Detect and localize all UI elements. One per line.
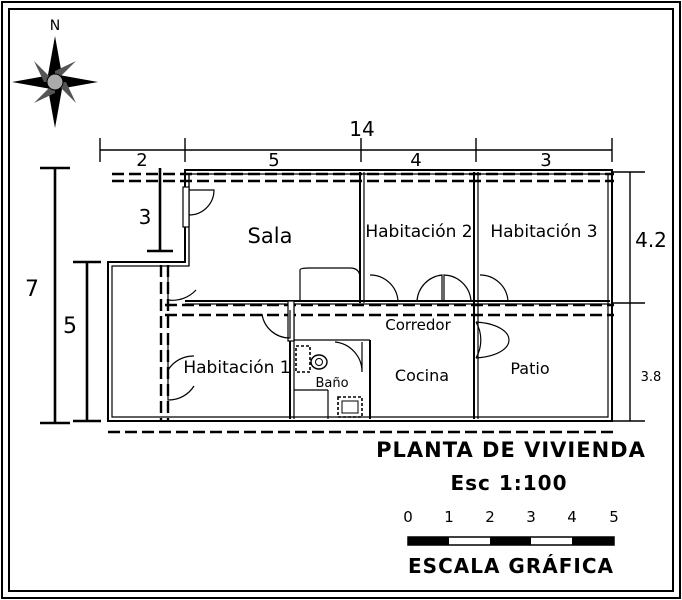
compass-rose-icon xyxy=(12,36,98,128)
scale-tick-label: 2 xyxy=(485,508,495,526)
scale-tick-label: 1 xyxy=(444,508,454,526)
dim-seg-4: 3 xyxy=(540,150,551,171)
room-label-sala: Sala xyxy=(248,224,293,248)
dim-seg-2: 5 xyxy=(268,150,279,171)
scale-bar xyxy=(407,536,615,546)
scale-tick-label: 3 xyxy=(526,508,536,526)
room-label-patio: Patio xyxy=(510,359,549,378)
dim-left-total: 7 xyxy=(25,277,39,302)
scale-bar-label: ESCALA GRÁFICA xyxy=(408,554,614,578)
dim-total-width: 14 xyxy=(349,117,374,141)
inner-frame xyxy=(8,8,674,592)
room-label-habitacion-2: Habitación 2 xyxy=(365,222,472,242)
room-label-habitacion-3: Habitación 3 xyxy=(490,222,597,242)
left-dimension-lines xyxy=(40,166,173,425)
scale-tick-label: 4 xyxy=(567,508,577,526)
room-label-bano: Baño xyxy=(315,376,348,391)
scale-tick-label: 5 xyxy=(609,508,619,526)
top-dimension-line xyxy=(99,138,613,162)
scale-tick-label: 0 xyxy=(403,508,413,526)
dim-left-lower: 5 xyxy=(63,314,77,339)
bathroom-fixtures xyxy=(295,345,363,418)
walls xyxy=(107,169,613,422)
dim-right-upper: 4.2 xyxy=(635,228,667,252)
room-label-corredor: Corredor xyxy=(385,316,451,334)
dim-right-lower: 3.8 xyxy=(641,370,662,385)
room-label-habitacion-1: Habitación 1 xyxy=(183,358,290,378)
dim-seg-3: 4 xyxy=(410,150,421,171)
dim-left-upper: 3 xyxy=(139,205,152,229)
drawing-title: PLANTA DE VIVIENDA xyxy=(376,438,646,462)
right-dimension-lines xyxy=(612,171,645,422)
door-swings xyxy=(167,189,510,401)
north-label: N xyxy=(50,18,60,34)
drawing-scale: Esc 1:100 xyxy=(450,471,567,495)
room-label-cocina: Cocina xyxy=(395,366,449,385)
dim-seg-1: 2 xyxy=(136,150,147,171)
